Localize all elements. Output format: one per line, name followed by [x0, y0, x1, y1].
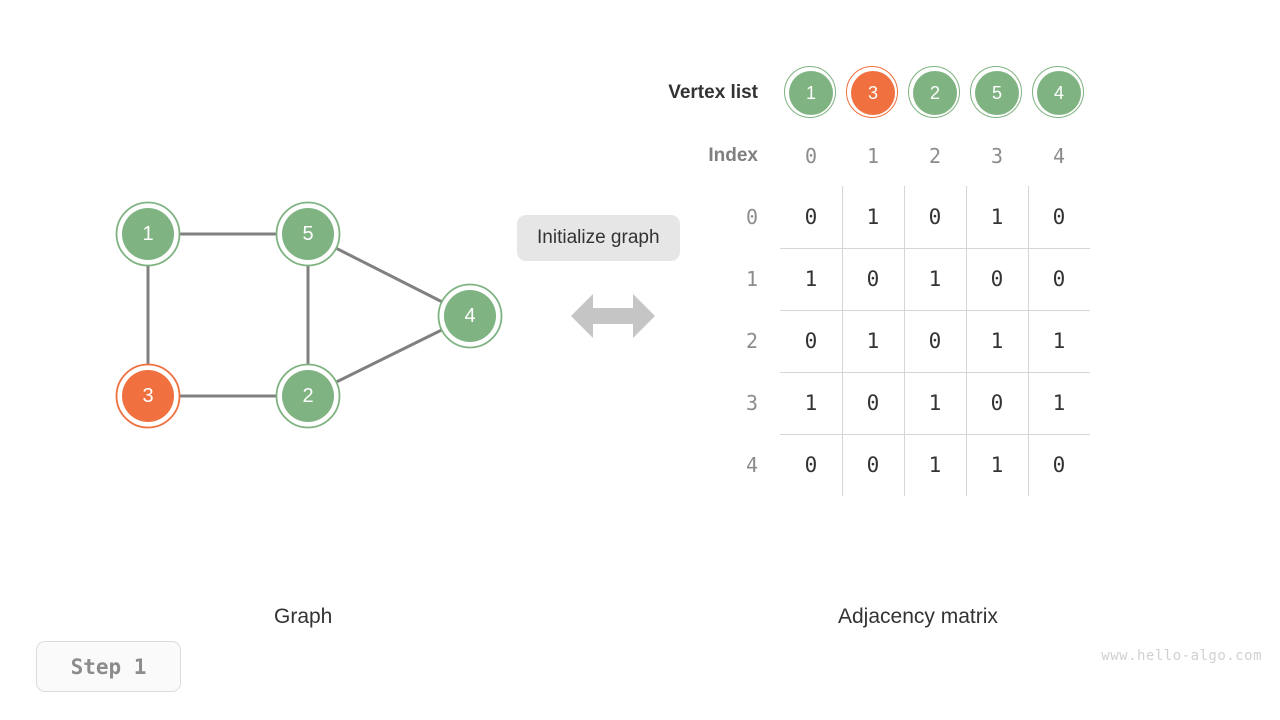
matrix-row-header: 1	[745, 267, 758, 291]
matrix-row: 0 0 1 1 0	[780, 434, 1090, 496]
matrix-cell[interactable]: 0	[804, 329, 818, 353]
matrix-cell[interactable]: 1	[1052, 391, 1066, 415]
matrix-gridline-vertical	[966, 186, 967, 496]
vertex-node[interactable]: 2	[908, 66, 960, 118]
matrix-cell[interactable]: 1	[1052, 329, 1066, 353]
matrix-row-header: 2	[745, 329, 758, 353]
vertex-list-cells: 1 3 2 5 4	[780, 66, 1090, 118]
matrix-cell[interactable]: 0	[1052, 205, 1066, 229]
matrix-cell[interactable]: 0	[804, 453, 818, 477]
matrix-row-header: 4	[745, 453, 758, 477]
matrix-cell[interactable]: 0	[928, 329, 942, 353]
matrix-cell[interactable]: 1	[866, 329, 880, 353]
vertex-node[interactable]: 1	[784, 66, 836, 118]
vertex-cell: 5	[966, 66, 1028, 118]
vertex-node-label: 2	[929, 82, 940, 103]
graph-node[interactable]: 4	[437, 283, 503, 349]
graph-node[interactable]: 1	[115, 201, 181, 267]
index-cell: 3	[990, 144, 1004, 168]
matrix-row-headers: 0 1 2 3 4	[640, 186, 780, 496]
matrix-cell[interactable]: 0	[1052, 453, 1066, 477]
matrix-cell[interactable]: 0	[1052, 267, 1066, 291]
matrix-gridline-horizontal	[780, 248, 1090, 249]
vertex-node[interactable]: 5	[970, 66, 1022, 118]
matrix-cell[interactable]: 1	[990, 205, 1004, 229]
vertex-cell: 4	[1028, 66, 1090, 118]
matrix-cell[interactable]: 1	[990, 329, 1004, 353]
graph-node-label: 5	[302, 223, 313, 245]
matrix-row: 1 0 1 0 1	[780, 372, 1090, 434]
matrix-row-header: 0	[745, 205, 758, 229]
matrix-gridline-vertical	[904, 186, 905, 496]
vertex-node[interactable]: 4	[1032, 66, 1084, 118]
vertex-node-label: 5	[991, 82, 1002, 103]
matrix-grid: 0 1 0 1 0 1 0 1 0 0 0 1 0 1 1 1 0 1 0 1 0 0 1 1 0	[780, 186, 1090, 496]
graph-caption: Graph	[274, 605, 333, 628]
index-cell: 2	[928, 144, 942, 168]
vertex-list-label: Vertex list	[668, 82, 758, 103]
matrix-gridline-vertical	[1028, 186, 1029, 496]
graph-node[interactable]: 5	[275, 201, 341, 267]
matrix-cell[interactable]: 1	[990, 453, 1004, 477]
index-cells: 0 1 2 3 4	[780, 144, 1090, 168]
matrix-cell[interactable]: 1	[928, 267, 942, 291]
watermark: www.hello-algo.com	[1101, 648, 1262, 664]
vertex-node[interactable]: 3	[846, 66, 898, 118]
matrix-cell[interactable]: 1	[866, 205, 880, 229]
matrix-row: 0 1 0 1 0	[780, 186, 1090, 248]
graph-node[interactable]: 2	[275, 363, 341, 429]
vertex-cell: 3	[842, 66, 904, 118]
matrix-cell[interactable]: 0	[866, 453, 880, 477]
graph-node[interactable]: 3	[115, 363, 181, 429]
matrix-cell[interactable]: 1	[804, 267, 818, 291]
matrix-row: 1 0 1 0 0	[780, 248, 1090, 310]
index-row: Index 0 1 2 3 4	[640, 134, 1160, 178]
matrix-row: 0 1 0 1 1	[780, 310, 1090, 372]
matrix-cell[interactable]: 0	[804, 205, 818, 229]
matrix-cell[interactable]: 0	[928, 205, 942, 229]
index-label: Index	[708, 145, 758, 166]
graph-node-label: 2	[302, 385, 313, 407]
matrix-cell[interactable]: 1	[804, 391, 818, 415]
matrix-gridline-horizontal	[780, 372, 1090, 373]
matrix-gridline-vertical	[842, 186, 843, 496]
adjacency-matrix-caption: Adjacency matrix	[838, 605, 998, 628]
graph-node-label: 4	[464, 305, 475, 327]
graph-diagram: 1 5 4 3 2	[0, 150, 520, 480]
matrix-gridline-horizontal	[780, 434, 1090, 435]
vertex-node-label: 3	[867, 82, 878, 103]
index-cell: 4	[1052, 144, 1066, 168]
vertex-cell: 1	[780, 66, 842, 118]
graph-svg: 1 5 4 3 2	[115, 201, 503, 429]
vertex-node-label: 4	[1053, 82, 1064, 103]
matrix-cell[interactable]: 1	[928, 391, 942, 415]
matrix-row-header: 3	[745, 391, 758, 415]
double-arrow-icon	[571, 293, 655, 339]
graph-node-label: 1	[142, 223, 153, 245]
index-cell: 1	[866, 144, 880, 168]
matrix-cell[interactable]: 1	[928, 453, 942, 477]
vertex-cell: 2	[904, 66, 966, 118]
matrix-cell[interactable]: 0	[866, 267, 880, 291]
index-cell: 0	[804, 144, 818, 168]
matrix-gridline-horizontal	[780, 310, 1090, 311]
graph-node-label: 3	[142, 385, 153, 407]
matrix-cell[interactable]: 0	[990, 267, 1004, 291]
initialize-graph-pill: Initialize graph	[517, 215, 680, 261]
vertex-node-label: 1	[805, 82, 816, 103]
vertex-list-row: Vertex list 1 3 2 5 4	[640, 52, 1160, 134]
matrix-cell[interactable]: 0	[990, 391, 1004, 415]
matrix-body: 0 1 2 3 4 0 1 0 1 0 1 0 1 0 0 0 1 0 1 1 1 0 1 0 1 0 0 1 1 0	[640, 186, 1160, 496]
graph-node-layer: 1 5 4 3 2	[115, 201, 503, 429]
matrix-cell[interactable]: 0	[866, 391, 880, 415]
step-badge: Step 1	[36, 641, 181, 692]
